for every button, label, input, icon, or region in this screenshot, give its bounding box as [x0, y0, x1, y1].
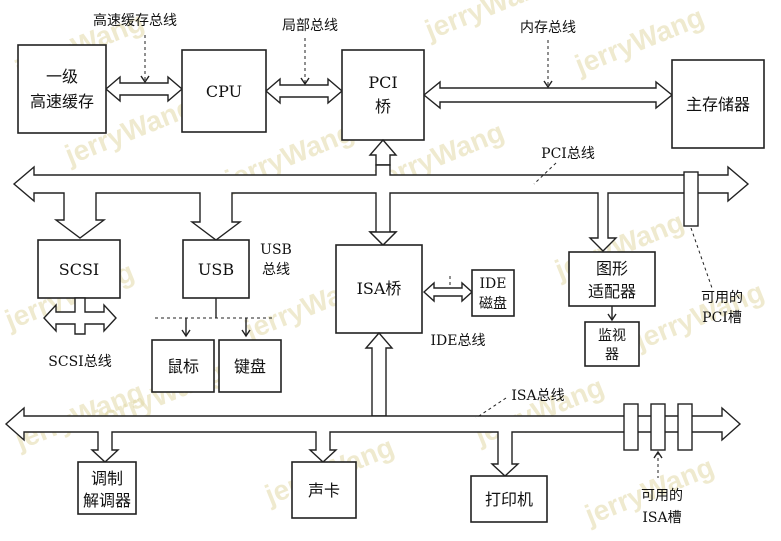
pci-bridge-label-2: 桥	[375, 97, 391, 116]
isa-slot-3	[677, 403, 693, 451]
pci-bridge-box	[341, 49, 425, 141]
isa-bus-pointer	[475, 397, 507, 419]
usb-keyboard-link-head	[241, 329, 251, 338]
l1-cache-box	[17, 44, 107, 134]
modem-label-2: 解调器	[83, 491, 131, 510]
pci-slot-label-2: PCI槽	[702, 310, 742, 326]
isa-slot-label-2: ISA槽	[642, 510, 681, 526]
usb-mouse-link-head	[181, 329, 191, 338]
pci-slot-label-1: 可用的	[701, 290, 743, 306]
pci-bus-isa-bridge-arrow	[368, 231, 398, 246]
cpu-box	[181, 49, 267, 133]
pci-bus-label: PCI总线	[541, 146, 595, 162]
isa-slot-1	[623, 403, 639, 451]
local-bus-pointer-head	[300, 77, 310, 86]
monitor-box	[584, 321, 640, 367]
printer-box	[470, 475, 548, 523]
scsi-bus-label: SCSI总线	[48, 354, 111, 370]
l1-cache-label-2: 高速缓存	[30, 92, 94, 111]
usb-bus-label-2: 总线	[262, 262, 290, 278]
ide-bus-arrow	[422, 281, 474, 303]
monitor-link-head	[607, 313, 617, 322]
main-memory-box	[671, 59, 765, 149]
scsi-bus-arrow	[43, 297, 117, 335]
isa-bridge-isa-bus-arrow	[364, 331, 394, 417]
graphics-adapter-box	[568, 251, 656, 307]
l1-cache-label-1: 一级	[46, 67, 78, 86]
graphics-adapter-label-2: 适配器	[588, 282, 636, 301]
monitor-label-1: 监视	[598, 328, 626, 344]
isa-bus	[4, 406, 742, 477]
keyboard-box	[218, 339, 282, 393]
isa-slot-2	[650, 403, 666, 451]
ide-bus-label: IDE总线	[431, 333, 486, 349]
graphics-adapter-label-1: 图形	[596, 259, 628, 278]
mouse-box	[151, 339, 215, 393]
pci-slot-pointer	[690, 227, 713, 289]
modem-box	[77, 461, 137, 515]
usb-label: USB	[198, 260, 234, 279]
cache-bus-pointer-head	[140, 75, 150, 84]
usb-bus-label-1: USB	[260, 242, 292, 258]
pci-bridge-label-1: PCI	[368, 73, 397, 92]
memory-bus-label: 内存总线	[520, 20, 576, 36]
isa-bridge-label: ISA桥	[357, 279, 402, 298]
ide-disk-label-2: 磁盘	[479, 295, 507, 312]
pci-slot	[683, 171, 699, 227]
ide-disk-label-1: IDE	[480, 276, 507, 292]
cache-bus-label: 高速缓存总线	[93, 12, 177, 29]
printer-label: 打印机	[485, 490, 533, 509]
isa-bridge-box	[335, 244, 423, 334]
monitor-label-2: 器	[605, 347, 619, 363]
sound-card-label: 声卡	[308, 481, 340, 500]
ide-disk-box	[471, 269, 515, 317]
isa-slot-pointer-head	[653, 450, 663, 459]
pci-bus-pointer	[533, 162, 557, 185]
isa-slot-label-1: 可用的	[641, 488, 683, 504]
keyboard-label: 键盘	[234, 357, 266, 376]
watermark: jerryWang	[470, 371, 609, 451]
memory-bus-pointer-head	[543, 80, 553, 89]
sound-card-box	[291, 461, 357, 519]
mouse-label: 鼠标	[167, 357, 199, 376]
isa-bus-label: ISA总线	[511, 388, 564, 404]
local-bus-label: 局部总线	[282, 18, 338, 34]
scsi-label: SCSI	[59, 260, 99, 279]
modem-label-1: 调制	[91, 469, 123, 488]
main-memory-label: 主存储器	[686, 95, 750, 114]
usb-box	[182, 239, 250, 299]
cpu-label: CPU	[206, 82, 242, 101]
